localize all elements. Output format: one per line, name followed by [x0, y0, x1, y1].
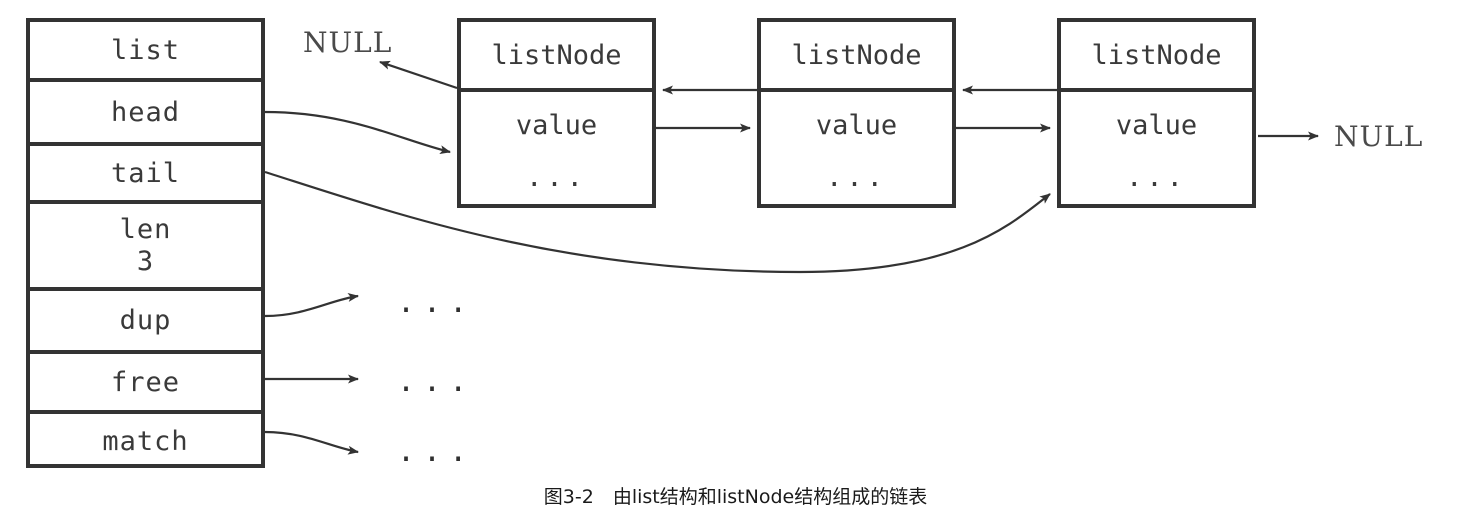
list-struct-row-match: match — [30, 414, 261, 468]
row-divider-5 — [30, 350, 261, 354]
list-node-1-header: listNode — [491, 39, 622, 71]
list-node-1-dots: ... — [526, 162, 587, 193]
list-node-3-value: value — [1115, 110, 1198, 141]
row-divider-2 — [30, 142, 261, 146]
list-struct-box: list head tail len 3 dup free match — [26, 18, 265, 468]
list-struct-row-len: len 3 — [30, 204, 261, 287]
list-struct-label-tail: tail — [110, 157, 181, 189]
list-struct-label-len: len — [119, 214, 172, 246]
list-struct-label-match: match — [102, 425, 189, 457]
dots-match: ... — [397, 434, 476, 469]
arrow-dup-to-dots — [264, 292, 359, 318]
arrow-match-to-dots — [264, 430, 359, 455]
list-node-2-header: listNode — [791, 39, 922, 71]
row-divider-4 — [30, 287, 261, 291]
figure-caption: 图3-2 由list结构和listNode结构组成的链表 — [543, 486, 928, 508]
dots-dup: ... — [397, 285, 476, 320]
list-node-1-value: value — [515, 110, 598, 141]
list-node-2: listNode value ... — [757, 18, 956, 208]
list-struct-row-list: list — [30, 22, 261, 78]
arrow-tail-to-node3 — [264, 170, 1051, 274]
row-divider-3 — [30, 200, 261, 204]
list-node-2-divider — [761, 88, 952, 92]
list-struct-row-dup: dup — [30, 291, 261, 350]
list-node-3-header: listNode — [1091, 39, 1222, 71]
list-node-2-dots: ... — [826, 162, 887, 193]
row-divider-1 — [30, 78, 261, 82]
null-label-right: NULL — [1334, 120, 1424, 153]
list-struct-row-free: free — [30, 354, 261, 410]
list-node-1-divider — [461, 88, 652, 92]
list-struct-label-dup: dup — [119, 305, 172, 336]
list-node-3: listNode value ... — [1057, 18, 1256, 208]
null-label-left: NULL — [303, 26, 393, 59]
list-struct-label-head: head — [110, 96, 181, 128]
arrow-node1-prev-to-null — [379, 60, 458, 90]
list-struct-label-free: free — [110, 366, 181, 398]
list-node-2-value: value — [815, 110, 898, 141]
list-struct-row-head: head — [30, 82, 261, 142]
list-node-1: listNode value ... — [457, 18, 656, 208]
list-struct-row-tail: tail — [30, 146, 261, 200]
list-struct-value-len: 3 — [136, 245, 155, 277]
row-divider-6 — [30, 410, 261, 414]
list-node-3-divider — [1061, 88, 1252, 92]
list-node-3-dots: ... — [1126, 162, 1187, 193]
arrow-head-to-node1 — [264, 110, 451, 155]
list-struct-label-list: list — [110, 34, 181, 66]
dots-free: ... — [397, 364, 476, 399]
